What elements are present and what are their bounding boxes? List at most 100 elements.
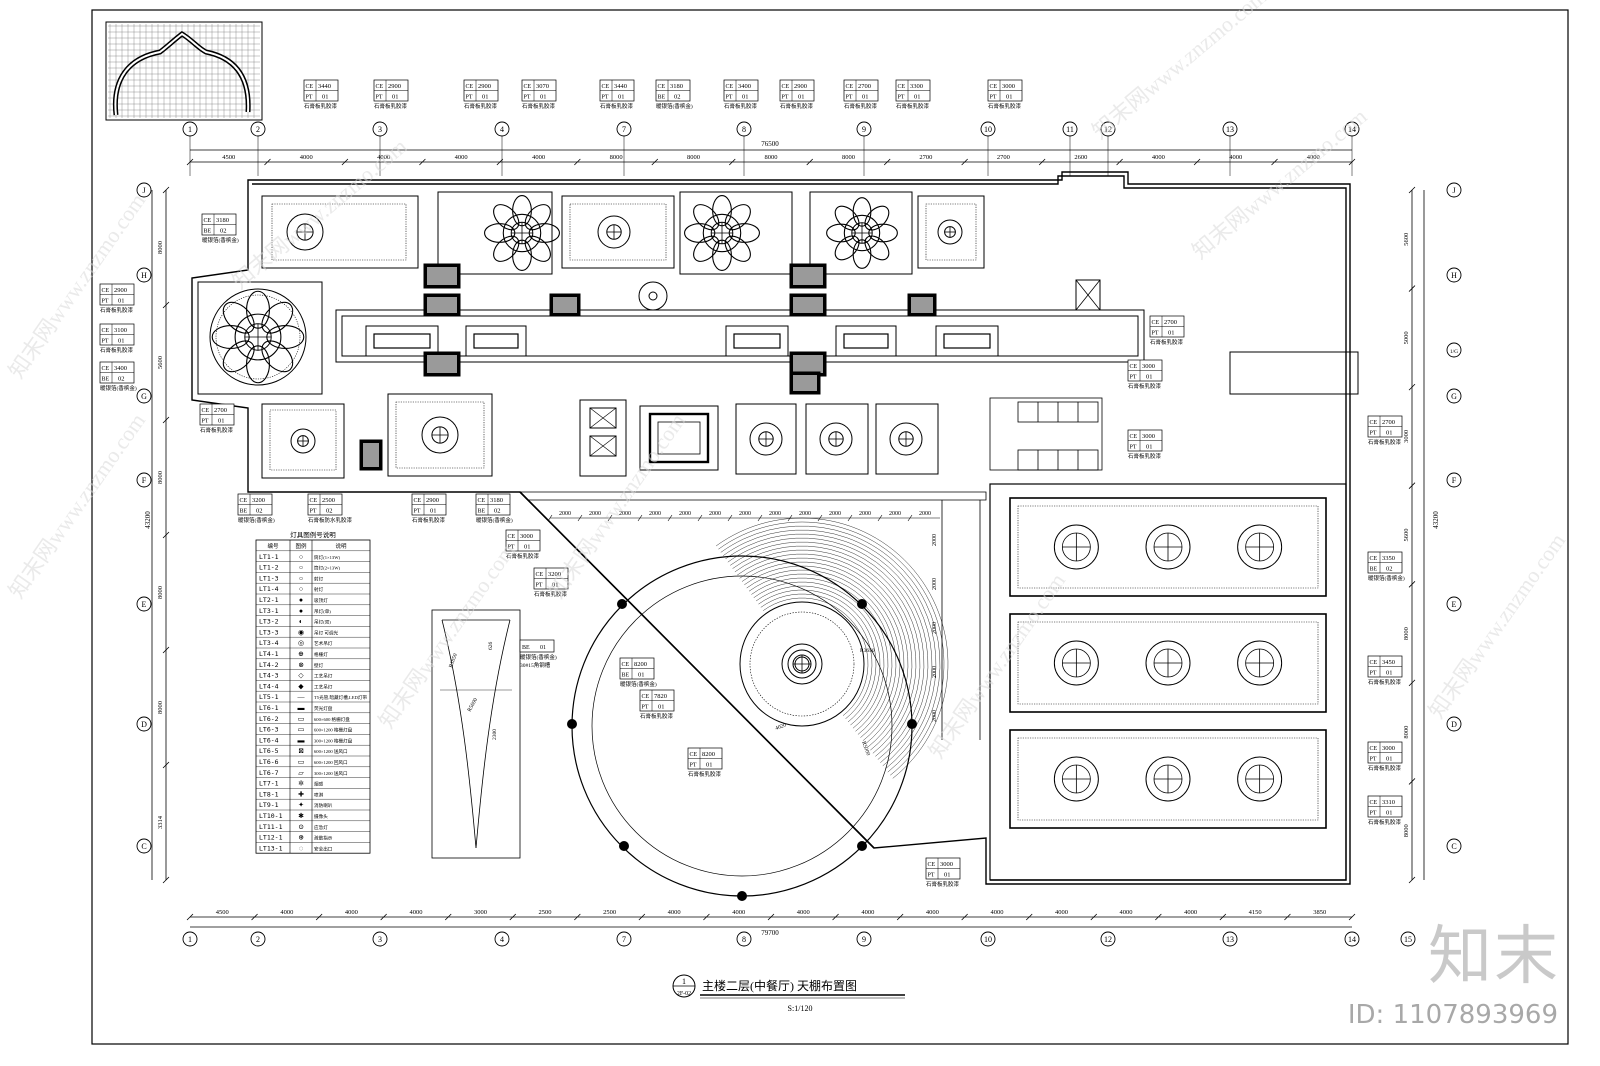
legend-code: LT4-1 <box>259 650 279 658</box>
legend-desc: 600×1200 送风口 <box>314 748 348 755</box>
arch-detail <box>431 609 521 859</box>
legend-code: LT12-1 <box>259 834 283 842</box>
tag-key: CE <box>414 498 422 504</box>
tag-height: 3400 <box>738 83 751 90</box>
tag-note: 石膏板乳胶漆 <box>780 102 814 110</box>
tag-note: 石膏板乳胶漆 <box>100 346 134 354</box>
tag-key: CE <box>376 84 384 90</box>
axis-bubble-left <box>136 267 152 283</box>
tag-key: CE <box>102 328 110 334</box>
ceiling-medallion <box>286 213 324 251</box>
rosette-petal <box>864 205 890 231</box>
tag-code: PT <box>414 509 421 515</box>
tag-number: 02 <box>674 94 681 101</box>
legend-code: LT3-4 <box>259 639 279 647</box>
tag-code: BE <box>478 509 486 515</box>
vip-round-room <box>197 281 323 395</box>
ceiling-medallion <box>597 215 631 249</box>
axis-bubble-bottom <box>856 931 872 947</box>
tag-note: 石膏板乳胶漆 <box>1128 452 1162 460</box>
axis-label-top: 7 <box>622 125 626 134</box>
dimension-label: 4000 <box>1120 909 1133 916</box>
dimension-label: 4000 <box>926 909 939 916</box>
tag-height: 3300 <box>910 83 923 90</box>
legend-desc: 荧光灯盘 <box>314 705 333 712</box>
legend-symbol: ○ <box>299 585 303 593</box>
inner-dimension-label: 2000 <box>829 511 841 517</box>
axis-bubble-bottom <box>372 931 388 947</box>
tag-height: 3350 <box>1382 555 1395 562</box>
tag-number: 01 <box>1146 444 1153 451</box>
tag-key: CE <box>240 498 248 504</box>
legend-desc: 消防喇叭 <box>314 802 333 809</box>
tag-number: 01 <box>1386 430 1393 437</box>
tag-number: 01 <box>1386 810 1393 817</box>
tag-number: 02 <box>326 508 333 515</box>
tag-key: CE <box>1370 556 1378 562</box>
ceiling-medallion <box>937 219 963 245</box>
round-dim: 4020 <box>775 722 788 731</box>
left-total-dim: 43200 <box>144 511 152 529</box>
tag-number: 01 <box>914 94 921 101</box>
legend-desc: 600×1200 回风口 <box>314 760 348 766</box>
detail-tag-note: 暖银箔(香槟金) <box>520 653 557 661</box>
inner-dimension-label: 2000 <box>709 511 721 517</box>
dimension-label: 3000 <box>474 909 487 916</box>
legend-code: LT2-1 <box>259 596 279 604</box>
tag-height: 8200 <box>634 661 647 668</box>
top-dimension-line <box>190 149 1352 163</box>
tag-code: BE <box>102 377 110 383</box>
axis-label-bottom: 7 <box>622 935 626 944</box>
legend-code: LT4-4 <box>259 682 279 690</box>
corridor-light-box <box>835 325 897 357</box>
legend-code: LT7-1 <box>259 780 279 788</box>
detail-tag <box>519 639 555 653</box>
tag-code: PT <box>782 95 789 101</box>
sheet-frame <box>91 9 1569 1045</box>
axis-label-left: C <box>141 842 146 851</box>
legend-symbol: ○ <box>299 574 303 582</box>
dimension-label: 4000 <box>668 909 681 916</box>
dimension-label: 2600 <box>1074 154 1087 161</box>
axis-bubble-right <box>1446 182 1462 198</box>
legend-symbol: ▭ <box>298 726 305 734</box>
legend-desc: 600×1200 格栅灯盘 <box>314 727 353 734</box>
detail-tag-number: 01 <box>540 645 546 651</box>
legend-desc: 吸顶灯 <box>314 597 328 604</box>
tag-height: 3000 <box>520 533 533 540</box>
hall-medallion <box>1237 640 1283 686</box>
axis-bubble-left <box>136 838 152 854</box>
key-plan <box>105 21 263 121</box>
tag-height: 3400 <box>114 365 127 372</box>
dimension-label: 4500 <box>222 154 235 161</box>
dimension-label: 5600 <box>1403 233 1410 246</box>
tag-key: CE <box>1370 746 1378 752</box>
legend-code: LT6-4 <box>259 736 279 744</box>
inner-dimension-label: 2000 <box>932 578 938 590</box>
axis-label-left: H <box>141 271 147 280</box>
legend-desc: T5光管,暗藏灯槽,LED灯带 <box>314 694 367 701</box>
dimension-label: 4000 <box>532 154 545 161</box>
tag-number: 01 <box>742 94 749 101</box>
inner-dimension-label: 2000 <box>589 511 601 517</box>
hall-ceiling-panel <box>1009 613 1327 713</box>
tag-height: 2900 <box>794 83 807 90</box>
axis-label-bottom: 3 <box>378 935 382 944</box>
axis-bubble-bottom <box>616 931 632 947</box>
dimension-label: 4000 <box>455 154 468 161</box>
tag-height: 2700 <box>214 407 227 414</box>
tag-number: 02 <box>1386 566 1393 573</box>
legend-desc: 300×1200 格栅灯盘 <box>314 737 353 744</box>
inner-dimension-label: 2000 <box>769 511 781 517</box>
tag-height: 2900 <box>114 287 127 294</box>
dimension-label: 4150 <box>1249 909 1262 916</box>
tag-height: 3310 <box>1382 799 1395 806</box>
dimension-label: 4000 <box>377 154 390 161</box>
tag-height: 3180 <box>216 217 229 224</box>
inner-dimension-label: 2000 <box>932 666 938 678</box>
tag-number: 02 <box>494 508 501 515</box>
legend-code: LT6-1 <box>259 704 279 712</box>
tag-height: 2900 <box>426 497 439 504</box>
axis-label-bottom: 8 <box>742 935 746 944</box>
tag-key: CE <box>1370 660 1378 666</box>
